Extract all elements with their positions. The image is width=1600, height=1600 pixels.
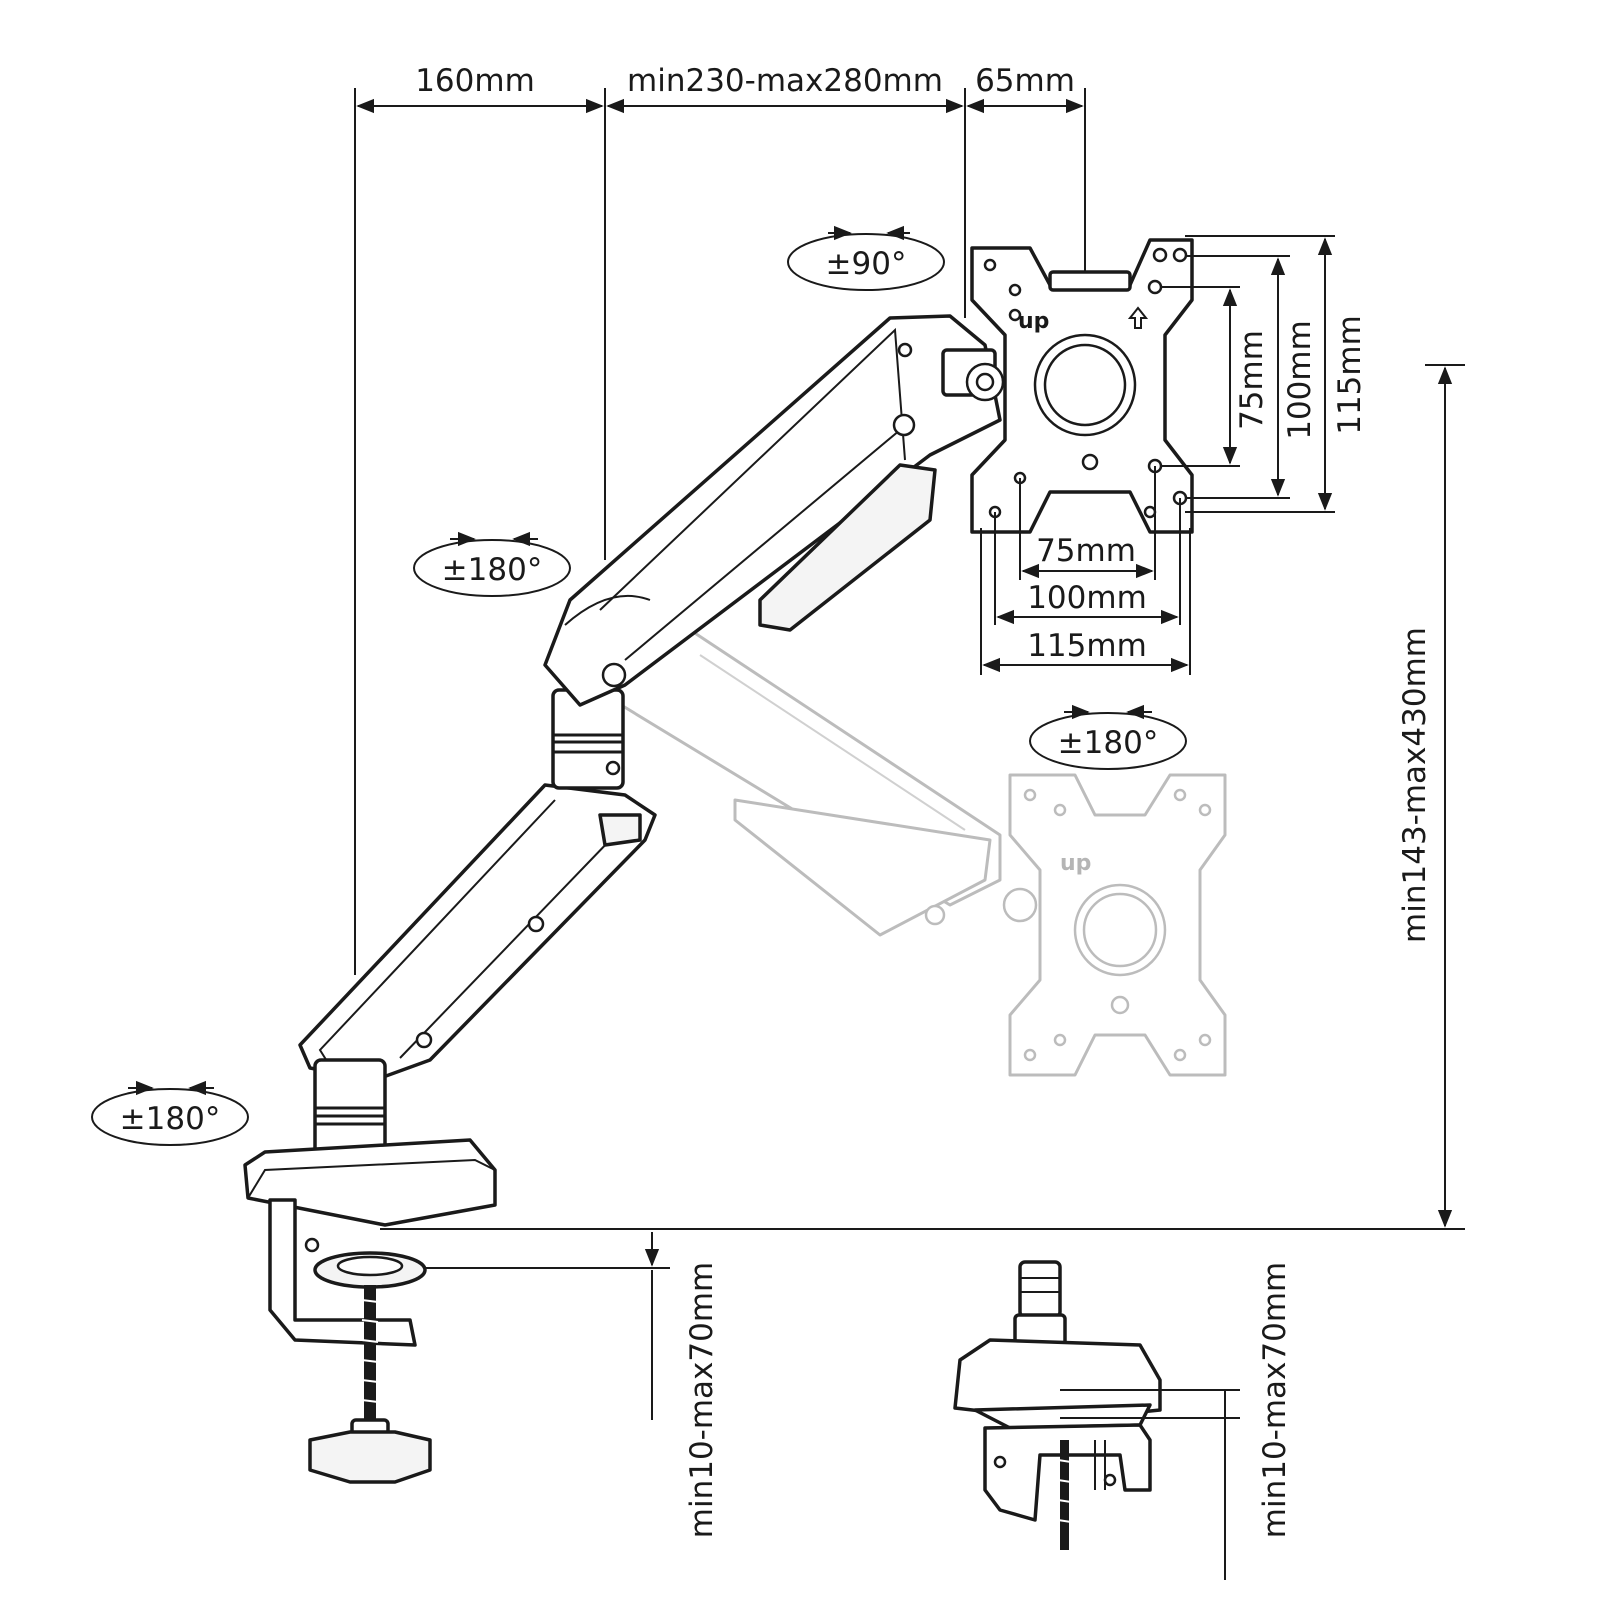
clamp-thickness-dimension: min10-max70mm (425, 1232, 720, 1538)
ghost-vesa-plate: up (1008, 773, 1227, 1077)
grommet-thickness-dimension: min10-max70mm (1060, 1262, 1293, 1580)
vesa-v-115-label: 115mm (1332, 315, 1368, 435)
rotation-tilt-label: ±90° (826, 246, 907, 282)
vesa-vertical-dimensions: 75mm 100mm 115mm (1160, 235, 1368, 513)
vesa-v-100-label: 100mm (1282, 320, 1318, 440)
rotation-badge-base: ±180° (91, 1080, 249, 1146)
base-plate (243, 1138, 497, 1227)
plate-up-label: up (1018, 309, 1049, 334)
vesa-h-75-label: 75mm (1036, 533, 1136, 569)
rotation-badge-elbow: ±180° (413, 531, 571, 597)
tilt-head (941, 348, 1005, 402)
dim-label-arm-base: 160mm (415, 63, 535, 99)
vesa-horizontal-dimensions: 75mm 100mm 115mm (980, 466, 1191, 675)
rotation-base-label: ±180° (120, 1101, 221, 1137)
vesa-h-115-label: 115mm (1027, 628, 1147, 664)
rotation-elbow-label: ±180° (442, 552, 543, 588)
vesa-plate: up (970, 238, 1194, 534)
height-range-label: min143-max430mm (1397, 627, 1433, 943)
top-dimension-lines: 160mm min230-max280mm 65mm (354, 63, 1086, 975)
elbow-joint (551, 688, 625, 790)
clamp-thickness-label: min10-max70mm (684, 1262, 720, 1538)
dim-label-arm-reach: min230-max280mm (627, 63, 943, 99)
vesa-v-75-label: 75mm (1234, 330, 1270, 430)
grommet-thickness-label: min10-max70mm (1257, 1262, 1293, 1538)
rotation-swivel-label: ±180° (1058, 725, 1159, 761)
ghost-plate-up-label: up (1060, 851, 1091, 876)
grommet-mount (953, 1260, 1162, 1550)
lower-arm (298, 783, 657, 1082)
upper-arm (543, 314, 1002, 707)
vesa-h-100-label: 100mm (1027, 580, 1147, 616)
rotation-badge-tilt: ±90° (787, 225, 945, 291)
rotation-badge-swivel: ±180° (1029, 704, 1187, 770)
desk-clamp (268, 1198, 432, 1484)
height-dimension: min143-max430mm (380, 364, 1465, 1230)
dim-label-head-offset: 65mm (975, 63, 1075, 99)
